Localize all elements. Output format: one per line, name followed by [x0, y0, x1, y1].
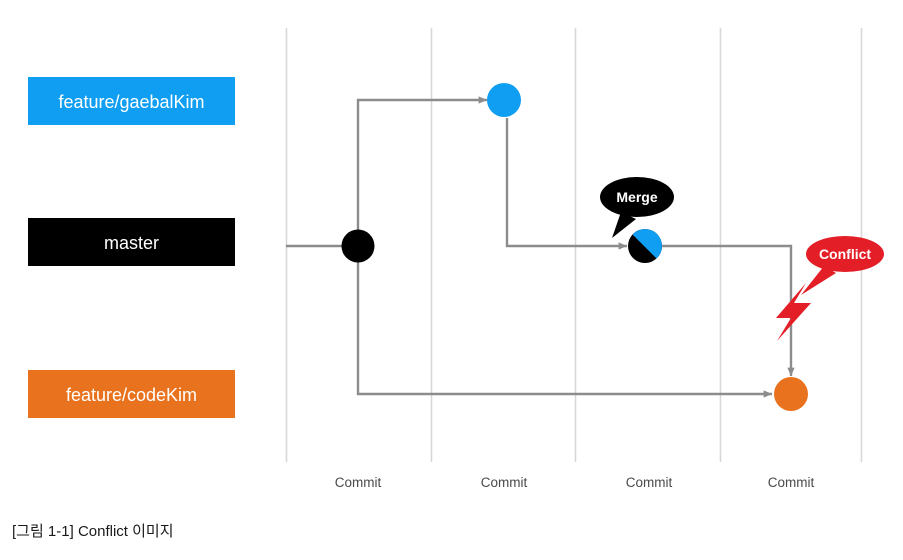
- merge-callout-bubble: [600, 177, 674, 217]
- merge-callout[interactable]: Merge: [600, 177, 674, 238]
- branch-box-master[interactable]: master: [28, 218, 235, 266]
- figure-caption: [그림 1-1] Conflict 이미지: [12, 523, 174, 540]
- edge-gaebalkim-to-merge: [505, 118, 628, 250]
- conflict-bolt-icon: [776, 283, 811, 341]
- timeline-tick-labels: Commit Commit Commit Commit: [335, 475, 815, 490]
- conflict-callout-label: Conflict: [819, 246, 871, 262]
- conflict-callout-bubble: [806, 236, 884, 272]
- conflict-callout[interactable]: Conflict: [801, 236, 884, 295]
- commit-node-gaebalkim[interactable]: [487, 83, 521, 117]
- tick-label-commit-2: Commit: [481, 475, 528, 490]
- branch-box-rect-gaebalkim: [28, 77, 235, 125]
- merge-callout-tail: [612, 212, 636, 238]
- commit-nodes: [341, 83, 808, 411]
- commit-node-master-base[interactable]: [341, 229, 375, 263]
- conflict-callout-tail: [801, 266, 836, 295]
- merge-node-blue-half: [628, 229, 662, 263]
- branch-label-gaebalkim: feature/gaebalKim: [58, 92, 204, 112]
- edge-master-to-codekim: [356, 246, 773, 398]
- edge-merge-to-codekim: [662, 244, 795, 377]
- commit-node-codekim[interactable]: [774, 377, 808, 411]
- commit-edges: [286, 96, 795, 398]
- edge-master-to-gaebalkim: [356, 96, 488, 246]
- tick-label-commit-3: Commit: [626, 475, 673, 490]
- branch-label-codekim: feature/codeKim: [66, 385, 197, 405]
- lightning-bolt-shape: [776, 283, 811, 341]
- branch-label-master: master: [104, 233, 159, 253]
- branch-box-feature-gaebalkim[interactable]: feature/gaebalKim: [28, 77, 235, 125]
- branch-legend: feature/gaebalKim master feature/codeKim: [28, 77, 235, 418]
- tick-label-commit-4: Commit: [768, 475, 815, 490]
- branch-box-rect-master: [28, 218, 235, 266]
- branch-box-feature-codekim[interactable]: feature/codeKim: [28, 370, 235, 418]
- branch-box-rect-codekim: [28, 370, 235, 418]
- tick-label-commit-1: Commit: [335, 475, 382, 490]
- commit-node-merge[interactable]: [626, 227, 664, 266]
- merge-callout-label: Merge: [616, 189, 657, 205]
